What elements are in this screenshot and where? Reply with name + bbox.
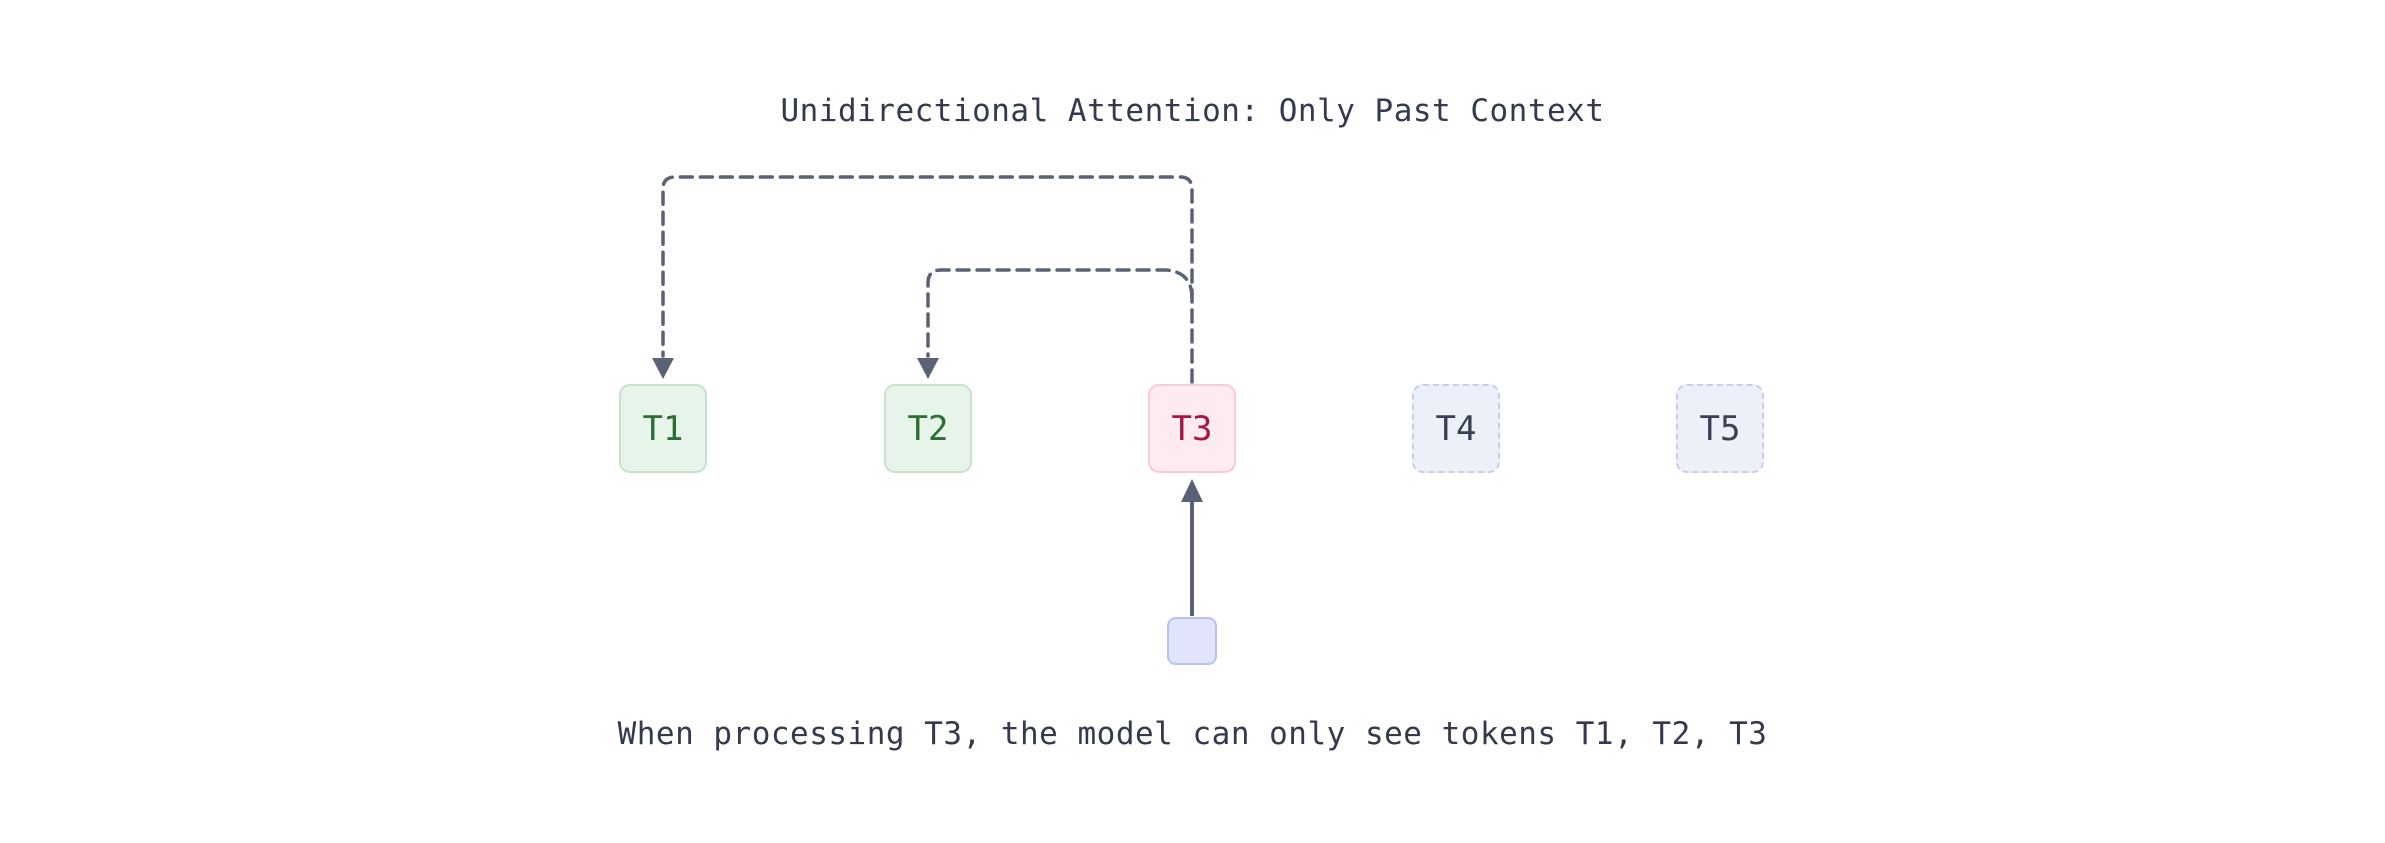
attention-arrow-t3-to-t2 (926, 268, 1194, 358)
token-box-t2: T2 (884, 384, 972, 473)
arrowhead-t3-input-icon (1181, 479, 1203, 502)
token-label-t1: T1 (642, 408, 684, 449)
token-label-t5: T5 (1699, 408, 1741, 449)
token-box-t4: T4 (1412, 384, 1500, 473)
token-label-t3: T3 (1171, 408, 1213, 449)
input-embedding-box (1167, 617, 1217, 665)
diagram-caption: When processing T3, the model can only s… (617, 716, 1768, 752)
token-box-t1: T1 (619, 384, 707, 473)
arrowhead-t2-icon (917, 358, 939, 379)
token-box-t5: T5 (1676, 384, 1764, 473)
token-box-t3: T3 (1148, 384, 1236, 473)
diagram-title: Unidirectional Attention: Only Past Cont… (780, 93, 1605, 129)
attention-arrow-t3-to-t1 (661, 175, 1194, 384)
token-label-t2: T2 (907, 408, 949, 449)
token-label-t4: T4 (1435, 408, 1477, 449)
arrowhead-t1-icon (652, 358, 674, 379)
